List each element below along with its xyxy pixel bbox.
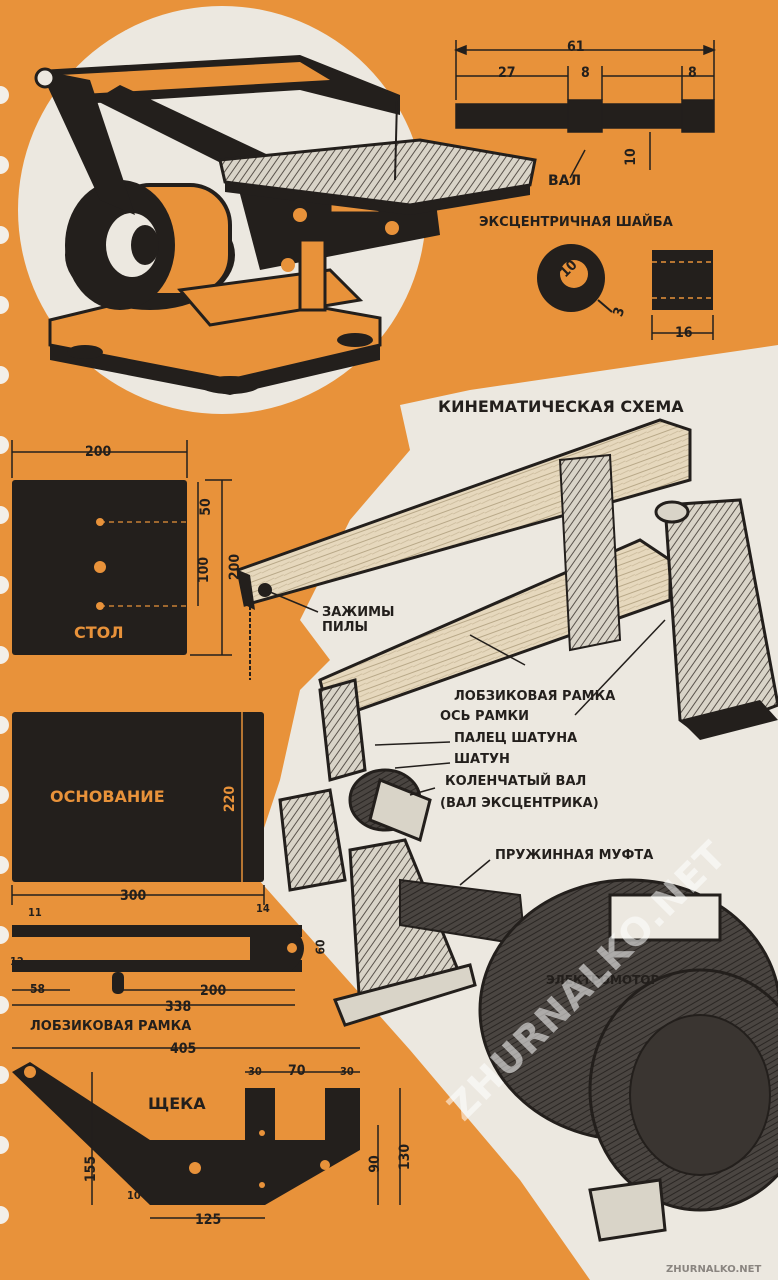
callout-motor: ЭЛЕКТРОМОТОР xyxy=(546,973,660,987)
dim-cheek-h2: 90 xyxy=(366,1155,383,1173)
callout-eccentric-shaft: (ВАЛ ЭКСЦЕНТРИКА) xyxy=(440,796,599,811)
callout-crankshaft: КОЛЕНЧАТЫЙ ВАЛ xyxy=(445,774,587,789)
eccentric-washer-drawing xyxy=(537,244,714,340)
dim-cheek-a: 30 xyxy=(248,1065,262,1078)
callout-conrod: ШАТУН xyxy=(454,752,510,767)
dim-cheek-h3: 130 xyxy=(397,1143,414,1171)
dim-frame-d: 60 xyxy=(313,939,328,955)
callout-saw-clamps: ЗАЖИМЫ ПИЛЫ xyxy=(322,605,395,635)
shaft-drawing xyxy=(453,40,717,179)
dim-cheek-h1: 155 xyxy=(83,1155,100,1183)
callout-frame-axis: ОСЬ РАМКИ xyxy=(440,709,530,724)
footer-watermark: ZHURNALKO.NET xyxy=(666,1264,762,1275)
dim-frame-f: 200 xyxy=(200,983,227,999)
dim-table-top: 50 xyxy=(197,498,214,516)
shaft-label: ВАЛ xyxy=(548,173,582,189)
dim-cheek-c: 30 xyxy=(340,1065,354,1078)
eccentric-washer-label: ЭКСЦЕНТРИЧНАЯ ШАЙБА xyxy=(479,215,673,230)
dim-shaft-a: 27 xyxy=(498,65,516,81)
kinematic-scheme-title: КИНЕМАТИЧЕСКАЯ СХЕМА xyxy=(438,397,684,416)
dim-base-width: 300 xyxy=(120,888,147,904)
dim-washer-width: 16 xyxy=(675,325,693,341)
dim-frame-e: 58 xyxy=(30,982,46,996)
dim-frame-b: 14 xyxy=(256,902,270,915)
dim-cheek-length: 405 xyxy=(170,1041,197,1057)
frame-label: ЛОБЗИКОВАЯ РАМКА xyxy=(30,1019,192,1034)
base-label: ОСНОВАНИЕ xyxy=(50,787,165,806)
base-drawing xyxy=(11,712,265,905)
dim-base-height: 220 xyxy=(222,785,239,813)
dim-shaft-total: 61 xyxy=(567,39,585,55)
dim-table-holes: 100 xyxy=(196,556,213,584)
callout-conrod-pin: ПАЛЕЦ ШАТУНА xyxy=(454,731,578,746)
frame-drawing xyxy=(12,925,304,1006)
machine-illustration xyxy=(18,6,537,414)
callout-jigsaw-frame: ЛОБЗИКОВАЯ РАМКА xyxy=(454,689,616,704)
dim-shaft-b: 8 xyxy=(581,65,590,81)
cheek-label: ЩЕКА xyxy=(148,1094,206,1113)
kinematic-scheme-drawing xyxy=(236,345,778,1280)
dim-cheek-base: 125 xyxy=(195,1212,222,1228)
table-label: СТОЛ xyxy=(74,623,124,642)
dim-shaft-c: 8 xyxy=(688,65,697,81)
dim-frame-c: 12 xyxy=(10,955,24,968)
dim-frame-length: 338 xyxy=(165,999,192,1015)
callout-spring-coupling: ПРУЖИННАЯ МУФТА xyxy=(495,848,654,863)
dim-shaft-dia: 10 xyxy=(622,148,639,166)
table-drawing xyxy=(11,440,232,656)
binding-holes xyxy=(0,86,9,1224)
dim-frame-a: 11 xyxy=(28,906,42,919)
dim-table-width: 200 xyxy=(85,444,112,460)
dim-table-height: 200 xyxy=(227,553,244,581)
cheek-drawing xyxy=(12,1047,401,1219)
dim-cheek-b: 70 xyxy=(288,1063,306,1079)
dim-cheek-foot: 10 xyxy=(127,1189,141,1202)
